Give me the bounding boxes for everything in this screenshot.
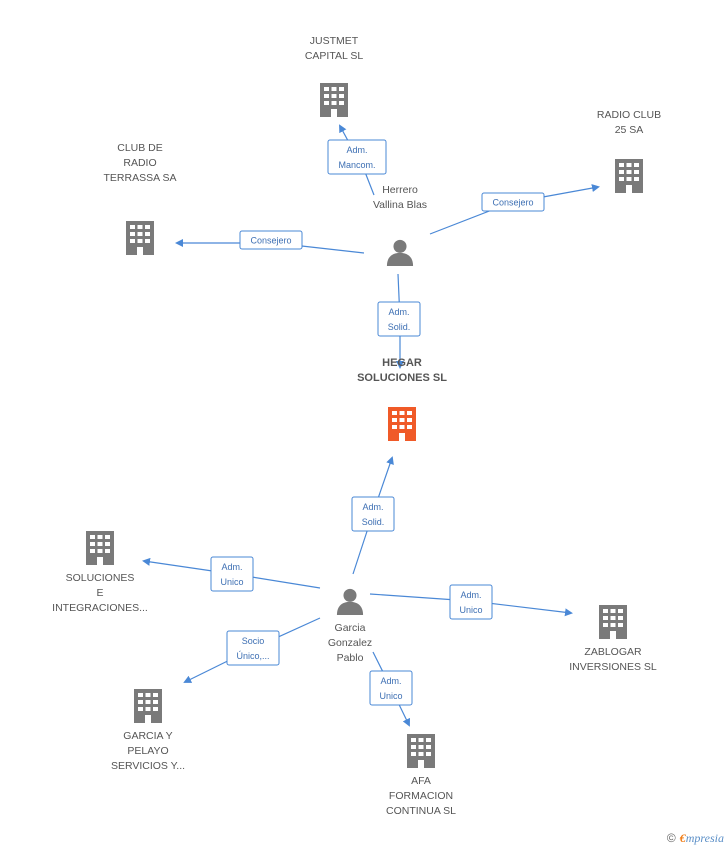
edges-layer: Adm.Mancom.ConsejeroConsejeroAdm.Solid.A… — [142, 124, 600, 727]
edge-garcia-garciapelayo: SocioÚnico,... — [183, 617, 321, 683]
node-label: GARCIA Y — [123, 730, 172, 742]
edge-label-frame — [377, 301, 421, 337]
edge-label-text: Socio — [242, 636, 265, 646]
node-label: SOLUCIONES — [66, 572, 135, 584]
building-icon — [126, 221, 154, 255]
edge-label-frame — [226, 630, 280, 666]
node-label: RADIO CLUB — [597, 109, 661, 121]
node-label: INVERSIONES SL — [569, 661, 657, 673]
node-label: Garcia — [335, 622, 366, 634]
node-zablogar[interactable]: ZABLOGAR INVERSIONES SL — [569, 605, 657, 673]
node-label: CONTINUA SL — [386, 805, 456, 817]
building-icon — [134, 689, 162, 723]
node-label: Gonzalez — [328, 637, 372, 649]
node-label: SERVICIOS Y... — [111, 760, 185, 772]
node-label: JUSTMET — [310, 35, 359, 47]
edge-label-box[interactable]: Adm. Solid. — [377, 301, 421, 337]
node-label: PELAYO — [127, 745, 168, 757]
edge-label-box[interactable]: Adm. Unico — [369, 670, 413, 706]
edge-label-text: Solid. — [362, 517, 385, 527]
edge-label-frame — [351, 496, 395, 532]
building-icon — [615, 159, 643, 193]
person-icon — [336, 588, 364, 615]
edge-label-text: Adm. — [388, 307, 409, 317]
brand-watermark: ©€mpresia — [667, 831, 724, 846]
building-icon — [86, 531, 114, 565]
edge-garcia-hegar: Adm. Solid. — [351, 456, 395, 575]
edge-label-frame — [481, 192, 545, 212]
edge-garcia-afa: Adm. Unico — [369, 651, 413, 727]
edge-label-frame — [369, 670, 413, 706]
building-icon — [407, 734, 435, 768]
building-icon — [320, 83, 348, 117]
node-label: ZABLOGAR — [584, 646, 642, 658]
edge-garcia-soluciones: Adm. Unico — [142, 556, 321, 592]
edge-label-text: Adm. — [380, 676, 401, 686]
node-garciapelayo[interactable]: GARCIA Y PELAYO SERVICIOS Y... — [111, 689, 185, 772]
node-radioclub25[interactable]: RADIO CLUB 25 SA — [597, 109, 661, 193]
edge-label-text: Adm. — [221, 562, 242, 572]
node-label: Pablo — [337, 652, 364, 664]
person-icon — [386, 239, 414, 266]
node-label: E — [96, 587, 103, 599]
edge-label-text: Consejero — [250, 236, 291, 246]
edge-label-box[interactable]: Consejero — [239, 230, 303, 250]
node-label: 25 SA — [615, 124, 644, 136]
node-justmet[interactable]: JUSTMET CAPITAL SL — [305, 35, 364, 117]
node-clubradio[interactable]: CLUB DE RADIO TERRASSA SA — [104, 142, 177, 255]
node-label: RADIO — [123, 157, 156, 169]
edge-label-box[interactable]: Adm. Solid. — [351, 496, 395, 532]
edge-label-text: Unico — [379, 691, 402, 701]
copyright-icon: © — [666, 831, 676, 845]
node-label: Herrero — [382, 184, 418, 196]
edge-garcia-zablogar: Adm. Unico — [369, 584, 573, 620]
node-afa[interactable]: AFA FORMACION CONTINUA SL — [386, 734, 456, 817]
edge-label-text: Adm. — [460, 590, 481, 600]
edge-herrero-hegar: Adm. Solid. — [377, 273, 421, 369]
nodes-layer: JUSTMET CAPITAL SL RADIO CLUB 25 SA CLUB DE R… — [52, 35, 661, 817]
node-soluciones[interactable]: SOLUCIONES E INTEGRACIONES... — [52, 531, 148, 614]
node-label: CLUB DE — [117, 142, 163, 154]
edge-label-text: Adm. — [346, 145, 367, 155]
node-label: INTEGRACIONES... — [52, 602, 148, 614]
edge-label-text: Solid. — [388, 322, 411, 332]
edge-herrero-justmet: Adm. Mancom. — [327, 124, 387, 196]
building-icon — [599, 605, 627, 639]
node-label: Vallina Blas — [373, 199, 427, 211]
edge-label-text: Consejero — [492, 198, 533, 208]
building-icon — [388, 407, 416, 441]
edge-label-text: Único,... — [236, 651, 269, 661]
node-label: AFA — [411, 775, 431, 787]
edge-label-frame — [327, 139, 387, 175]
edge-label-frame — [239, 230, 303, 250]
edge-label-text: Unico — [220, 577, 243, 587]
edge-label-frame — [449, 584, 493, 620]
brand-first-letter: € — [679, 831, 686, 845]
node-hegar[interactable]: HEGAR SOLUCIONES SL — [357, 357, 447, 441]
node-label: SOLUCIONES SL — [357, 372, 447, 384]
edge-herrero-clubradio: Consejero — [175, 230, 365, 254]
edge-label-box[interactable]: SocioÚnico,... — [226, 630, 280, 666]
brand-name: mpresia — [685, 831, 724, 845]
edge-herrero-radioclub25: Consejero — [429, 184, 600, 235]
edge-label-box[interactable]: Adm. Mancom. — [327, 139, 387, 175]
edge-label-frame — [210, 556, 254, 592]
node-label: HEGAR — [382, 357, 422, 369]
edge-label-box[interactable]: Adm. Unico — [449, 584, 493, 620]
node-label: FORMACION — [389, 790, 453, 802]
edge-label-text: Adm. — [362, 502, 383, 512]
node-label: CAPITAL SL — [305, 50, 364, 62]
edge-label-box[interactable]: Adm. Unico — [210, 556, 254, 592]
edge-label-text: Unico — [459, 605, 482, 615]
edge-label-text: Mancom. — [338, 160, 375, 170]
edge-label-box[interactable]: Consejero — [481, 192, 545, 212]
node-label: TERRASSA SA — [104, 172, 177, 184]
